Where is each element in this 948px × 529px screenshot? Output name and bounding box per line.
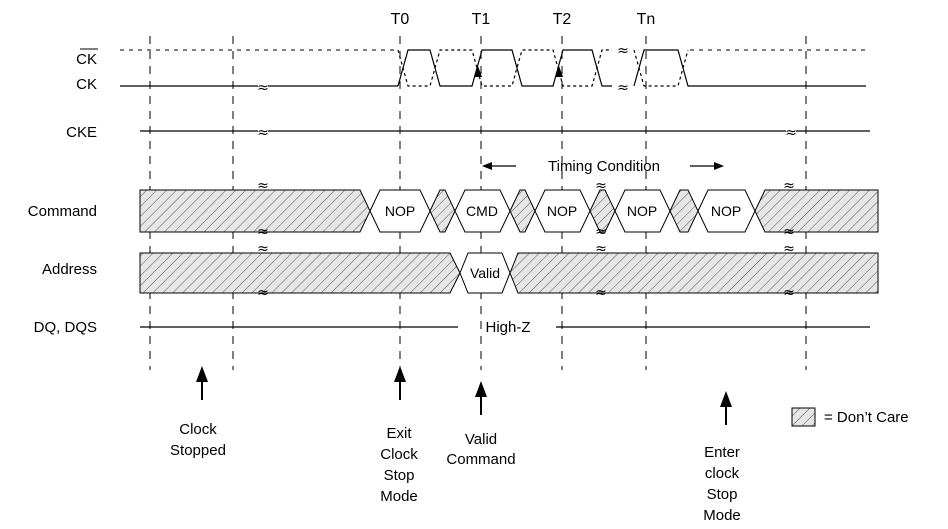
signal-label-address: Address	[42, 261, 97, 278]
dont-care-region	[669, 189, 699, 233]
break-mark-icon: ≈	[617, 43, 629, 59]
break-mark-icon: ≈	[595, 224, 607, 240]
signal-label-dq-dqs: DQ, DQS	[34, 319, 97, 336]
break-mark-icon: ≈	[783, 224, 795, 240]
annotation-exit-line4: Mode	[380, 488, 418, 505]
annotation-enter-line4: Mode	[703, 507, 741, 524]
arrow-left-icon	[482, 162, 492, 170]
tick-label-t2: T2	[553, 11, 572, 28]
arrow-up-icon	[196, 366, 208, 382]
break-mark-icon: ≈	[257, 224, 269, 240]
ck-pulses	[397, 49, 612, 87]
ck-pulses-tn	[633, 49, 866, 87]
annotation-enter-line1: Enter	[704, 444, 740, 461]
high-z-label: High-Z	[485, 319, 530, 336]
annotation-exit-line1: Exit	[386, 425, 412, 442]
bus-label-nop: NOP	[711, 203, 741, 219]
signal-label-ck: CK	[76, 76, 97, 93]
address-bus: Valid ≈ ≈ ≈ ≈ ≈ ≈	[139, 241, 879, 301]
command-bus: NOP CMD NOP NOP NOP ≈ ≈ ≈ ≈ ≈ ≈	[139, 178, 879, 240]
break-mark-icon: ≈	[783, 178, 795, 194]
timing-condition: Timing Condition	[482, 158, 724, 175]
break-mark-icon: ≈	[257, 285, 269, 301]
break-mark-icon: ≈	[785, 125, 797, 141]
break-mark-icon: ≈	[257, 125, 269, 141]
event-arrows	[196, 366, 732, 425]
annotation-clock-stopped-line1: Clock	[179, 421, 217, 438]
arrow-up-icon	[475, 381, 487, 397]
break-mark-icon: ≈	[617, 80, 629, 96]
annotation-exit-line3: Stop	[384, 467, 415, 484]
legend-swatch-dont-care	[791, 407, 816, 427]
legend: = Don’t Care	[791, 407, 909, 427]
dont-care-region	[509, 189, 536, 233]
signal-label-ck-bar: CK	[76, 51, 97, 68]
bus-label-valid: Valid	[470, 265, 500, 281]
break-mark-icon: ≈	[595, 241, 607, 257]
annotation-enter-line3: Stop	[707, 486, 738, 503]
break-mark-icon: ≈	[783, 285, 795, 301]
rising-edge-arrow	[474, 66, 482, 77]
arrow-up-icon	[720, 391, 732, 407]
break-mark-icon: ≈	[783, 241, 795, 257]
break-mark-icon: ≈	[257, 80, 269, 96]
break-mark-icon: ≈	[595, 178, 607, 194]
dq-waveform: High-Z	[140, 319, 870, 336]
annotation-valid-command-line1: Valid	[465, 431, 497, 448]
bus-label-nop: NOP	[547, 203, 577, 219]
annotation-enter-line2: clock	[705, 465, 740, 482]
dont-care-region	[139, 252, 461, 294]
annotation-valid-command-line2: Command	[446, 451, 515, 468]
break-mark-icon: ≈	[595, 285, 607, 301]
annotation-clock-stopped-line2: Stopped	[170, 442, 226, 459]
arrow-up-icon	[394, 366, 406, 382]
dont-care-region	[429, 189, 456, 233]
tick-label-tn: Tn	[637, 11, 656, 28]
bus-label-cmd: CMD	[466, 203, 498, 219]
legend-label: = Don’t Care	[824, 409, 909, 426]
signal-label-cke: CKE	[66, 124, 97, 141]
bus-label-nop: NOP	[385, 203, 415, 219]
dont-care-region	[509, 252, 879, 294]
timing-condition-label: Timing Condition	[548, 158, 660, 175]
ck-waveform: ≈ ≈ ≈	[120, 43, 870, 96]
ck-bar-pulses-tn	[633, 49, 689, 87]
ck-bar-pulses	[397, 49, 612, 87]
bus-label-nop: NOP	[627, 203, 657, 219]
rising-edge-arrow	[555, 66, 563, 77]
dont-care-region	[754, 189, 879, 233]
annotation-exit-line2: Clock	[380, 446, 418, 463]
signal-label-command: Command	[28, 203, 97, 220]
tick-label-t1: T1	[472, 11, 491, 28]
dont-care-region	[139, 189, 371, 233]
arrow-right-icon	[714, 162, 724, 170]
break-mark-icon: ≈	[257, 241, 269, 257]
tick-label-t0: T0	[391, 11, 410, 28]
cke-waveform: ≈ ≈	[140, 125, 870, 141]
break-mark-icon: ≈	[257, 178, 269, 194]
